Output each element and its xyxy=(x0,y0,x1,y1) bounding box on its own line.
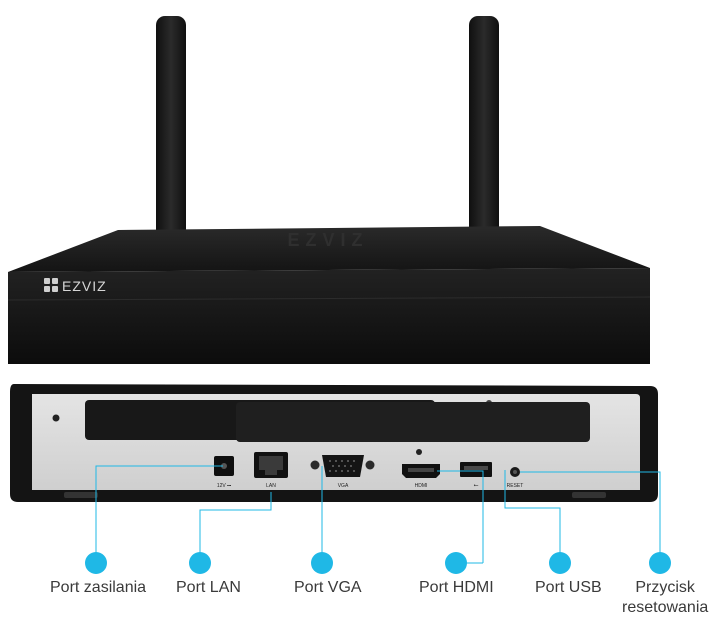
lan-port-mark: LAN xyxy=(266,483,276,489)
callout-line-reset xyxy=(520,471,661,563)
brand-name: EZVIZ xyxy=(62,278,107,294)
antenna-left xyxy=(156,16,186,241)
callout-label-usb: Port USB xyxy=(535,579,602,596)
device-front-face xyxy=(8,268,650,364)
rear-screw-left xyxy=(52,414,60,422)
callout-dot-reset xyxy=(649,552,671,574)
vga-port: VGA xyxy=(310,455,375,489)
callout-line-usb xyxy=(504,470,561,563)
callout-label-hdmi: Port HDMI xyxy=(419,579,494,596)
callout-dot-lan xyxy=(189,552,211,574)
callout-label-power: Port zasilania xyxy=(50,579,147,596)
callout-line-lan xyxy=(199,492,272,563)
nvr-front-view: EZVIZ EZVIZ xyxy=(7,16,651,364)
device-top-surface xyxy=(8,226,650,272)
rear-indicator xyxy=(416,449,422,455)
callout-dot-usb xyxy=(549,552,571,574)
antenna-folded-right xyxy=(236,402,590,442)
lan-port: LAN xyxy=(254,452,288,489)
ezviz-logo-icon xyxy=(44,278,58,292)
antenna-right xyxy=(469,16,499,241)
callout-dots xyxy=(85,552,671,574)
callout-dot-power xyxy=(85,552,107,574)
callout-lines xyxy=(95,465,661,563)
callout-label-vga: Port VGA xyxy=(294,579,362,596)
callout-label-lan: Port LAN xyxy=(176,579,241,596)
callout-label-reset: Przycisk resetowania xyxy=(622,579,709,616)
hdmi-port-mark: HDMI xyxy=(415,483,428,489)
power-port: 12V ⎓ xyxy=(214,456,234,489)
vga-port-mark: VGA xyxy=(338,483,349,489)
reset-button: RESET xyxy=(507,467,524,489)
top-logo: EZVIZ xyxy=(287,230,368,250)
callout-line-hdmi xyxy=(437,470,484,563)
callout-line-power xyxy=(95,465,223,563)
hdmi-port: HDMI xyxy=(402,464,440,489)
usb-port: ⭠ xyxy=(460,462,492,489)
nvr-rear-view: 12V ⎓ LAN VGA HDMI xyxy=(10,384,658,502)
usb-port-mark: ⭠ xyxy=(474,482,479,489)
power-port-mark: 12V ⎓ xyxy=(217,483,231,489)
callout-dot-vga xyxy=(311,552,333,574)
reset-port-mark: RESET xyxy=(507,483,524,489)
ezviz-logo: EZVIZ xyxy=(44,278,107,294)
